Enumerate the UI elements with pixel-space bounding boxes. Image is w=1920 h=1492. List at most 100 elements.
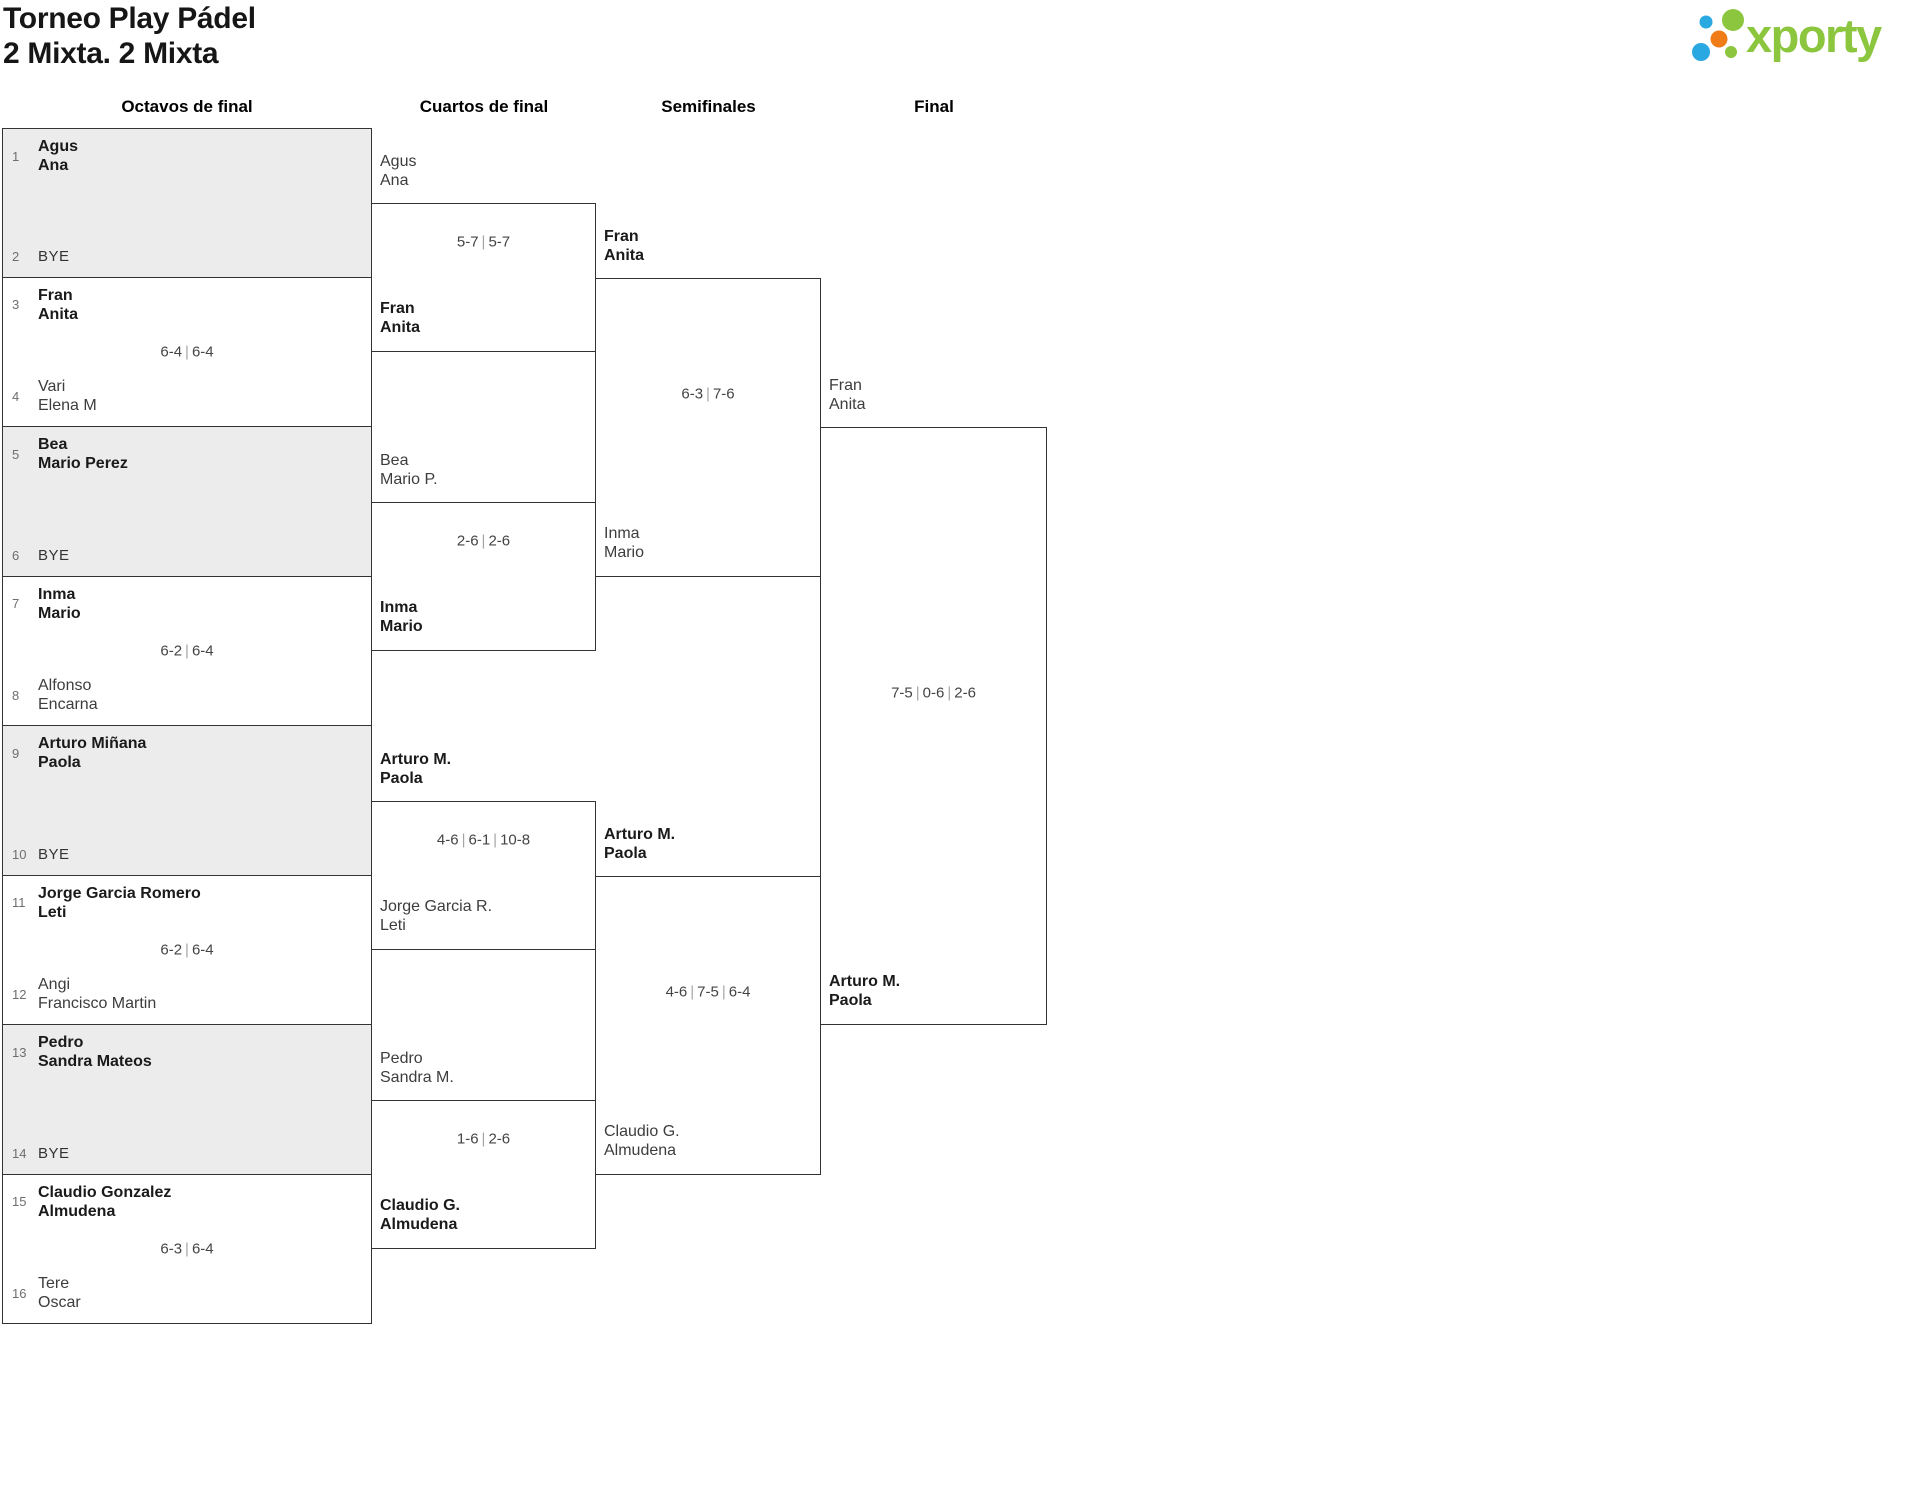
team-name-line: Jorge Garcia Romero <box>38 884 201 902</box>
round-header-octavos: Octavos de final <box>121 97 253 116</box>
team-name-line: Mario <box>604 543 645 561</box>
team-name-line: Sandra M. <box>380 1068 454 1086</box>
dot-orange <box>1710 30 1728 48</box>
match-score: 4-6|7-5|6-4 <box>665 983 751 1001</box>
round-header-semifinales: Semifinales <box>661 97 756 116</box>
team-name-line: Almudena <box>604 1141 677 1159</box>
seed-number: 15 <box>12 1194 27 1209</box>
team-bottom: Claudio G.Almudena <box>380 1196 460 1234</box>
team-name-line: Agus <box>380 152 417 170</box>
team-name-line: Mario Perez <box>38 455 128 472</box>
team-name-line: Leti <box>380 917 406 935</box>
team-name-line: Fran <box>829 377 862 394</box>
page-subtitle: 2 Mixta. 2 Mixta <box>3 37 219 70</box>
dot-blue-small <box>1699 15 1713 29</box>
team-name-line: Tere <box>38 1275 70 1292</box>
team-name-line: Inma <box>604 524 640 542</box>
team-name-line: Anita <box>829 396 866 413</box>
seed-number: 11 <box>12 895 26 910</box>
team-name-line: Arturo M. <box>604 825 676 843</box>
bye-label: BYE <box>38 247 70 266</box>
team-name-line: Anita <box>380 319 420 337</box>
match-score: 2-6|2-6 <box>456 532 511 550</box>
seed-number: 8 <box>12 687 20 703</box>
seed-number: 13 <box>12 1044 27 1060</box>
match-score: 6-2|6-4 <box>160 941 214 959</box>
team-name-line: Francisco Martin <box>38 995 157 1012</box>
seed-number: 1 <box>12 148 20 164</box>
round-header-cuartos: Cuartos de final <box>419 97 549 116</box>
team-bottom: Claudio G.Almudena <box>604 1122 680 1160</box>
team-names: Arturo M.Paola <box>604 825 675 863</box>
team-name-line: Inma <box>38 585 76 603</box>
team-bottom: Arturo M.Paola <box>829 972 900 1010</box>
xporty-logo[interactable]: xporty <box>1670 0 1920 72</box>
team-name-line: Leti <box>38 903 67 921</box>
round-header-final: Final <box>914 97 954 116</box>
team-name-line: Inma <box>380 599 418 617</box>
team-name-line: Sandra Mateos <box>38 1053 152 1070</box>
team-name-line: Ana <box>38 157 69 174</box>
team-name-line: Angi <box>38 976 71 993</box>
seed-number: 14 <box>12 1145 27 1161</box>
team-name-line: Paola <box>38 754 81 771</box>
team-name-line: Paola <box>380 769 423 787</box>
team-name-line: Anita <box>38 305 78 323</box>
team-name-line: Paola <box>604 844 647 862</box>
team-name-line: Mario <box>38 604 81 622</box>
match-score: 4-6|6-1|10-8 <box>436 831 531 849</box>
team-name-line: Vari <box>38 378 66 395</box>
match-score: 6-3|7-6 <box>681 385 735 403</box>
page-title: Torneo Play Pádel <box>3 2 256 35</box>
team-name-line: Mario P. <box>380 470 438 488</box>
team-top: Arturo M.Paola <box>380 750 451 788</box>
seed-number: 5 <box>12 446 20 462</box>
match-score: 1-6|2-6 <box>456 1130 511 1148</box>
team-name-line: Arturo M. <box>829 973 901 990</box>
team-name-line: Bea <box>38 436 68 453</box>
match-score: 6-2|6-4 <box>160 642 214 660</box>
team-name-line: Almudena <box>38 1202 116 1220</box>
team-name-line: Elena M <box>38 397 97 414</box>
seed-number: 16 <box>12 1285 27 1301</box>
seed-number: 4 <box>12 388 20 404</box>
dot-green-large <box>1722 9 1744 31</box>
